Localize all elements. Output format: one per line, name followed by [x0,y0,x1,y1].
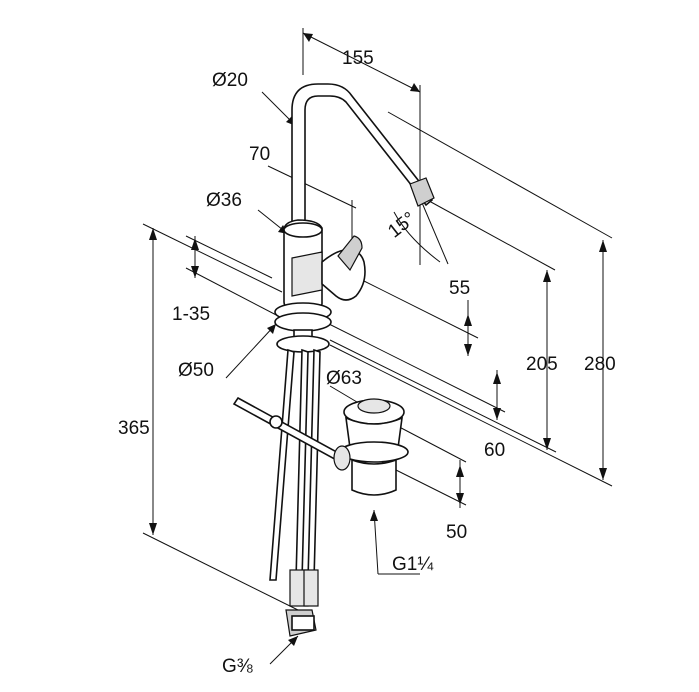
label-55: 55 [449,278,470,299]
dimension-labels: 155 Ø20 70 Ø36 15° 55 1-35 Ø50 Ø63 365 2… [118,48,616,677]
label-280: 280 [584,354,616,375]
waste-valve [333,398,409,496]
label-g3-8: G⅜ [222,656,253,677]
label-15-degrees: 15° [384,208,420,242]
label-205: 205 [526,354,558,375]
label-155: 155 [342,48,374,69]
faucet-body [283,219,323,313]
supply-hoses [269,348,321,637]
label-g1-quarter: G1¼ [392,554,434,575]
faucet-lever [321,235,366,301]
label-d20: Ø20 [212,70,248,91]
label-365: 365 [118,418,150,439]
label-1-35: 1-35 [172,304,210,325]
label-70: 70 [249,144,270,165]
label-d36: Ø36 [206,190,242,211]
dimension-lines [142,28,613,665]
faucet-spout [291,83,435,231]
label-50: 50 [446,522,467,543]
faucet-base [274,302,332,353]
label-d63: Ø63 [326,368,362,389]
label-60: 60 [484,440,505,461]
arrow-heads [149,33,607,646]
label-d50: Ø50 [178,360,214,381]
